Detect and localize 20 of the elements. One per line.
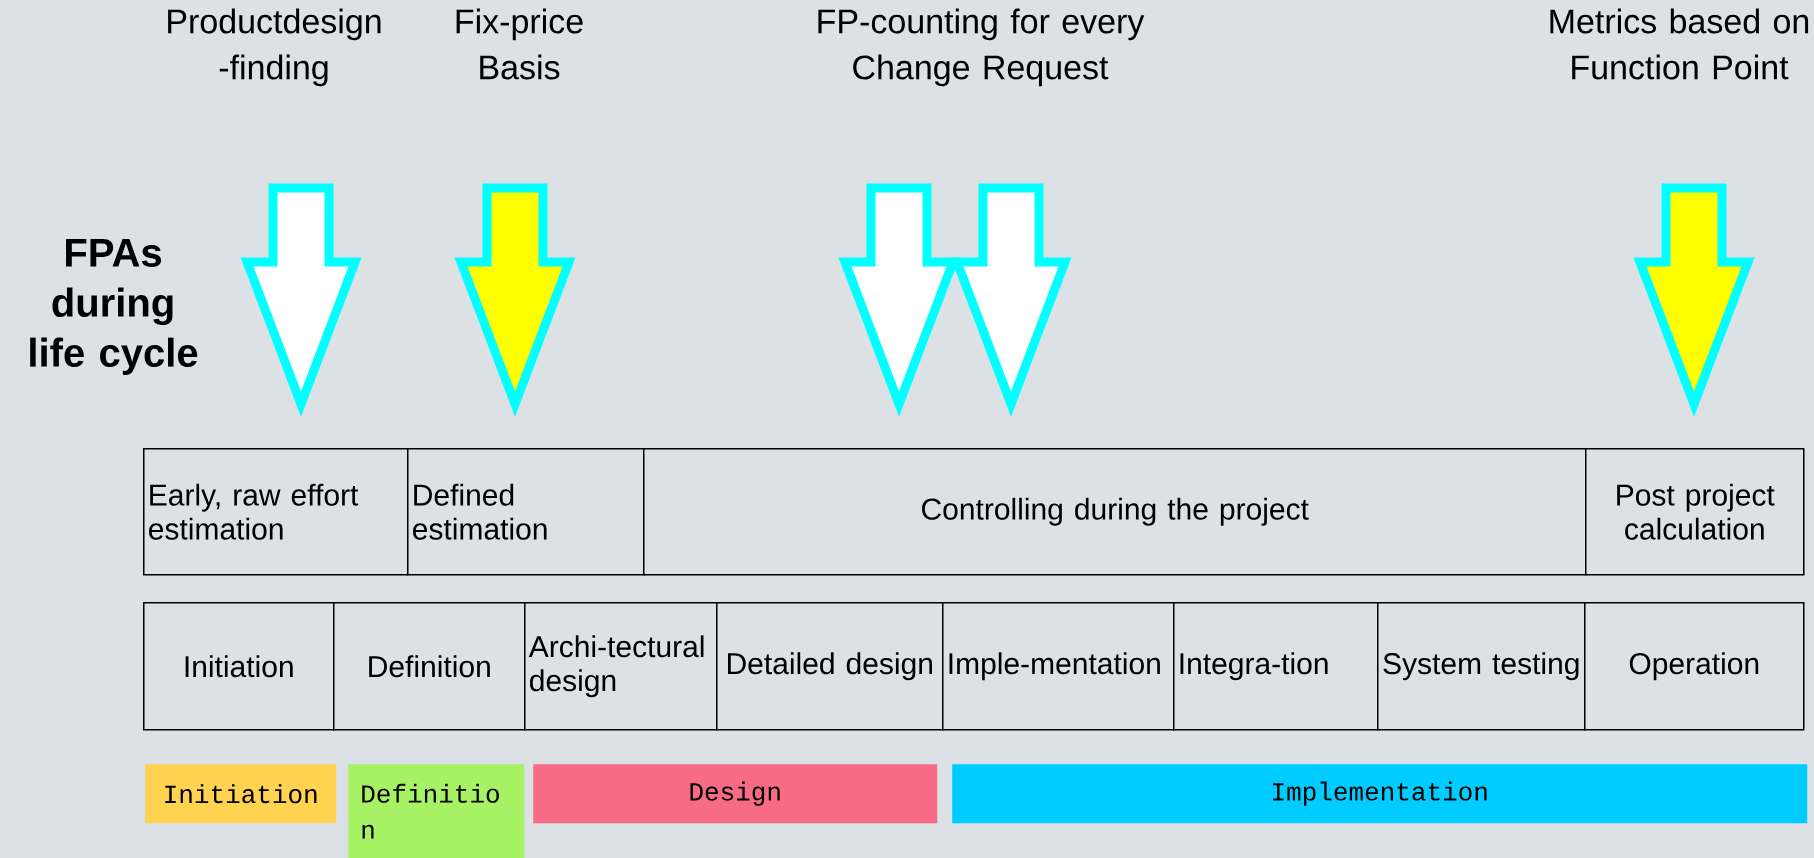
- table-cell: Archi-tectural design: [524, 602, 718, 731]
- heading: Productdesign -finding: [168, 8, 381, 87]
- heading: Metrics based on Function Point: [1550, 8, 1809, 80]
- table-cell: Detailed design: [716, 602, 944, 731]
- table-cell: System testing: [1377, 602, 1586, 731]
- table-cell: Operation: [1584, 602, 1805, 731]
- table-cell: Early, raw effort estimation: [143, 448, 409, 576]
- table-cell: Integra-tion: [1173, 602, 1379, 731]
- table-cell: Post project calculation: [1585, 448, 1805, 576]
- table-cell: Imple-mentation: [942, 602, 1175, 731]
- phase-bar: Design: [533, 764, 938, 824]
- heading: FP-counting for every Change Request: [818, 8, 1145, 87]
- table-cell: Defined estimation: [407, 448, 645, 576]
- heading: Fix-price Basis: [456, 8, 583, 80]
- table-cell: Initiation: [143, 602, 335, 731]
- phase-bar: Implementation: [952, 764, 1808, 824]
- phase-bar: Definitio n: [348, 764, 525, 858]
- phase-bar: Initiation: [145, 764, 337, 824]
- table-cell: Definition: [333, 602, 526, 731]
- side-title: FPAs during life cycle: [30, 239, 198, 375]
